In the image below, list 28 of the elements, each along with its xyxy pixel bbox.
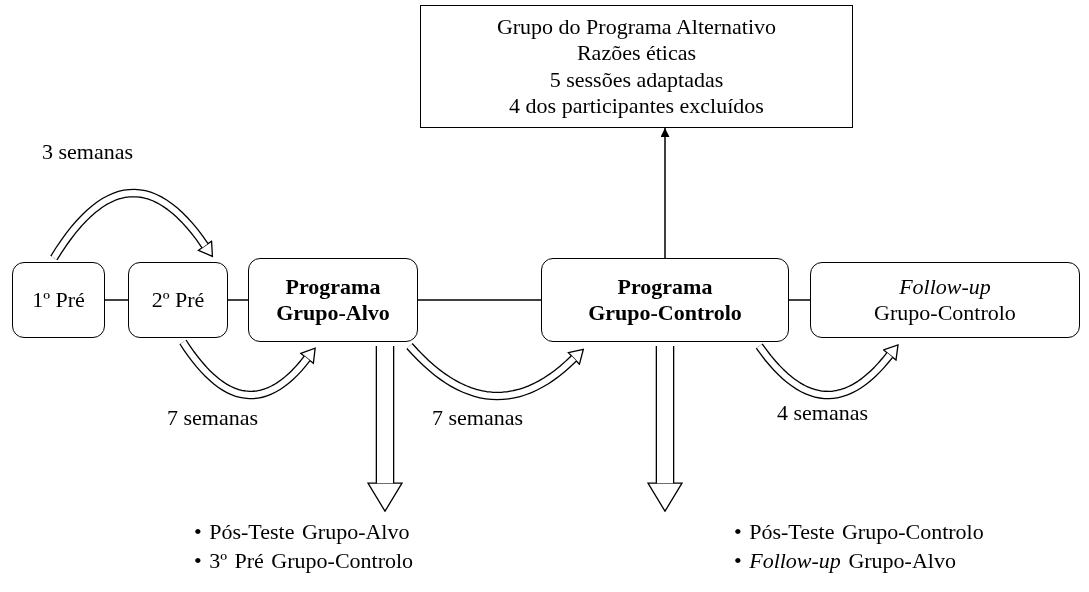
list-item: • Follow-up Grupo-Alvo [734, 546, 957, 575]
box-text: Follow-up Grupo-Controlo [873, 273, 1017, 327]
process-box [810, 262, 1080, 338]
hollow-arrow [179, 339, 316, 400]
connector-line [417, 299, 542, 301]
box-text: 1º Pré [32, 286, 85, 314]
list-item: • Pós-Teste Grupo-Alvo [194, 518, 410, 546]
box-text: 4 dos participantes excluídos [509, 92, 764, 120]
box-text: Programa Grupo-Alvo [275, 273, 391, 327]
box-text: 2º Pré [151, 286, 205, 314]
box-text: Razões éticas [576, 40, 697, 67]
process-box [248, 258, 418, 342]
hollow-arrow [755, 343, 899, 400]
process-box [420, 5, 853, 128]
box-text: Grupo do Programa Alternativo [496, 13, 777, 41]
connector-line [227, 299, 249, 301]
list-item: • 3º Pré Grupo-Controlo [194, 546, 410, 575]
arrow [660, 127, 670, 259]
connector-line [104, 299, 129, 301]
process-box [128, 262, 228, 338]
hollow-arrow [50, 188, 214, 261]
hollow-arrow [406, 343, 584, 401]
process-box [12, 262, 105, 338]
process-box [541, 258, 789, 342]
box-text: 5 sessões adaptadas [549, 66, 724, 93]
box-text: Programa Grupo-Controlo [587, 273, 743, 327]
list-item: • Pós-Teste Grupo-Controlo [734, 518, 985, 546]
connector-line [788, 299, 811, 301]
